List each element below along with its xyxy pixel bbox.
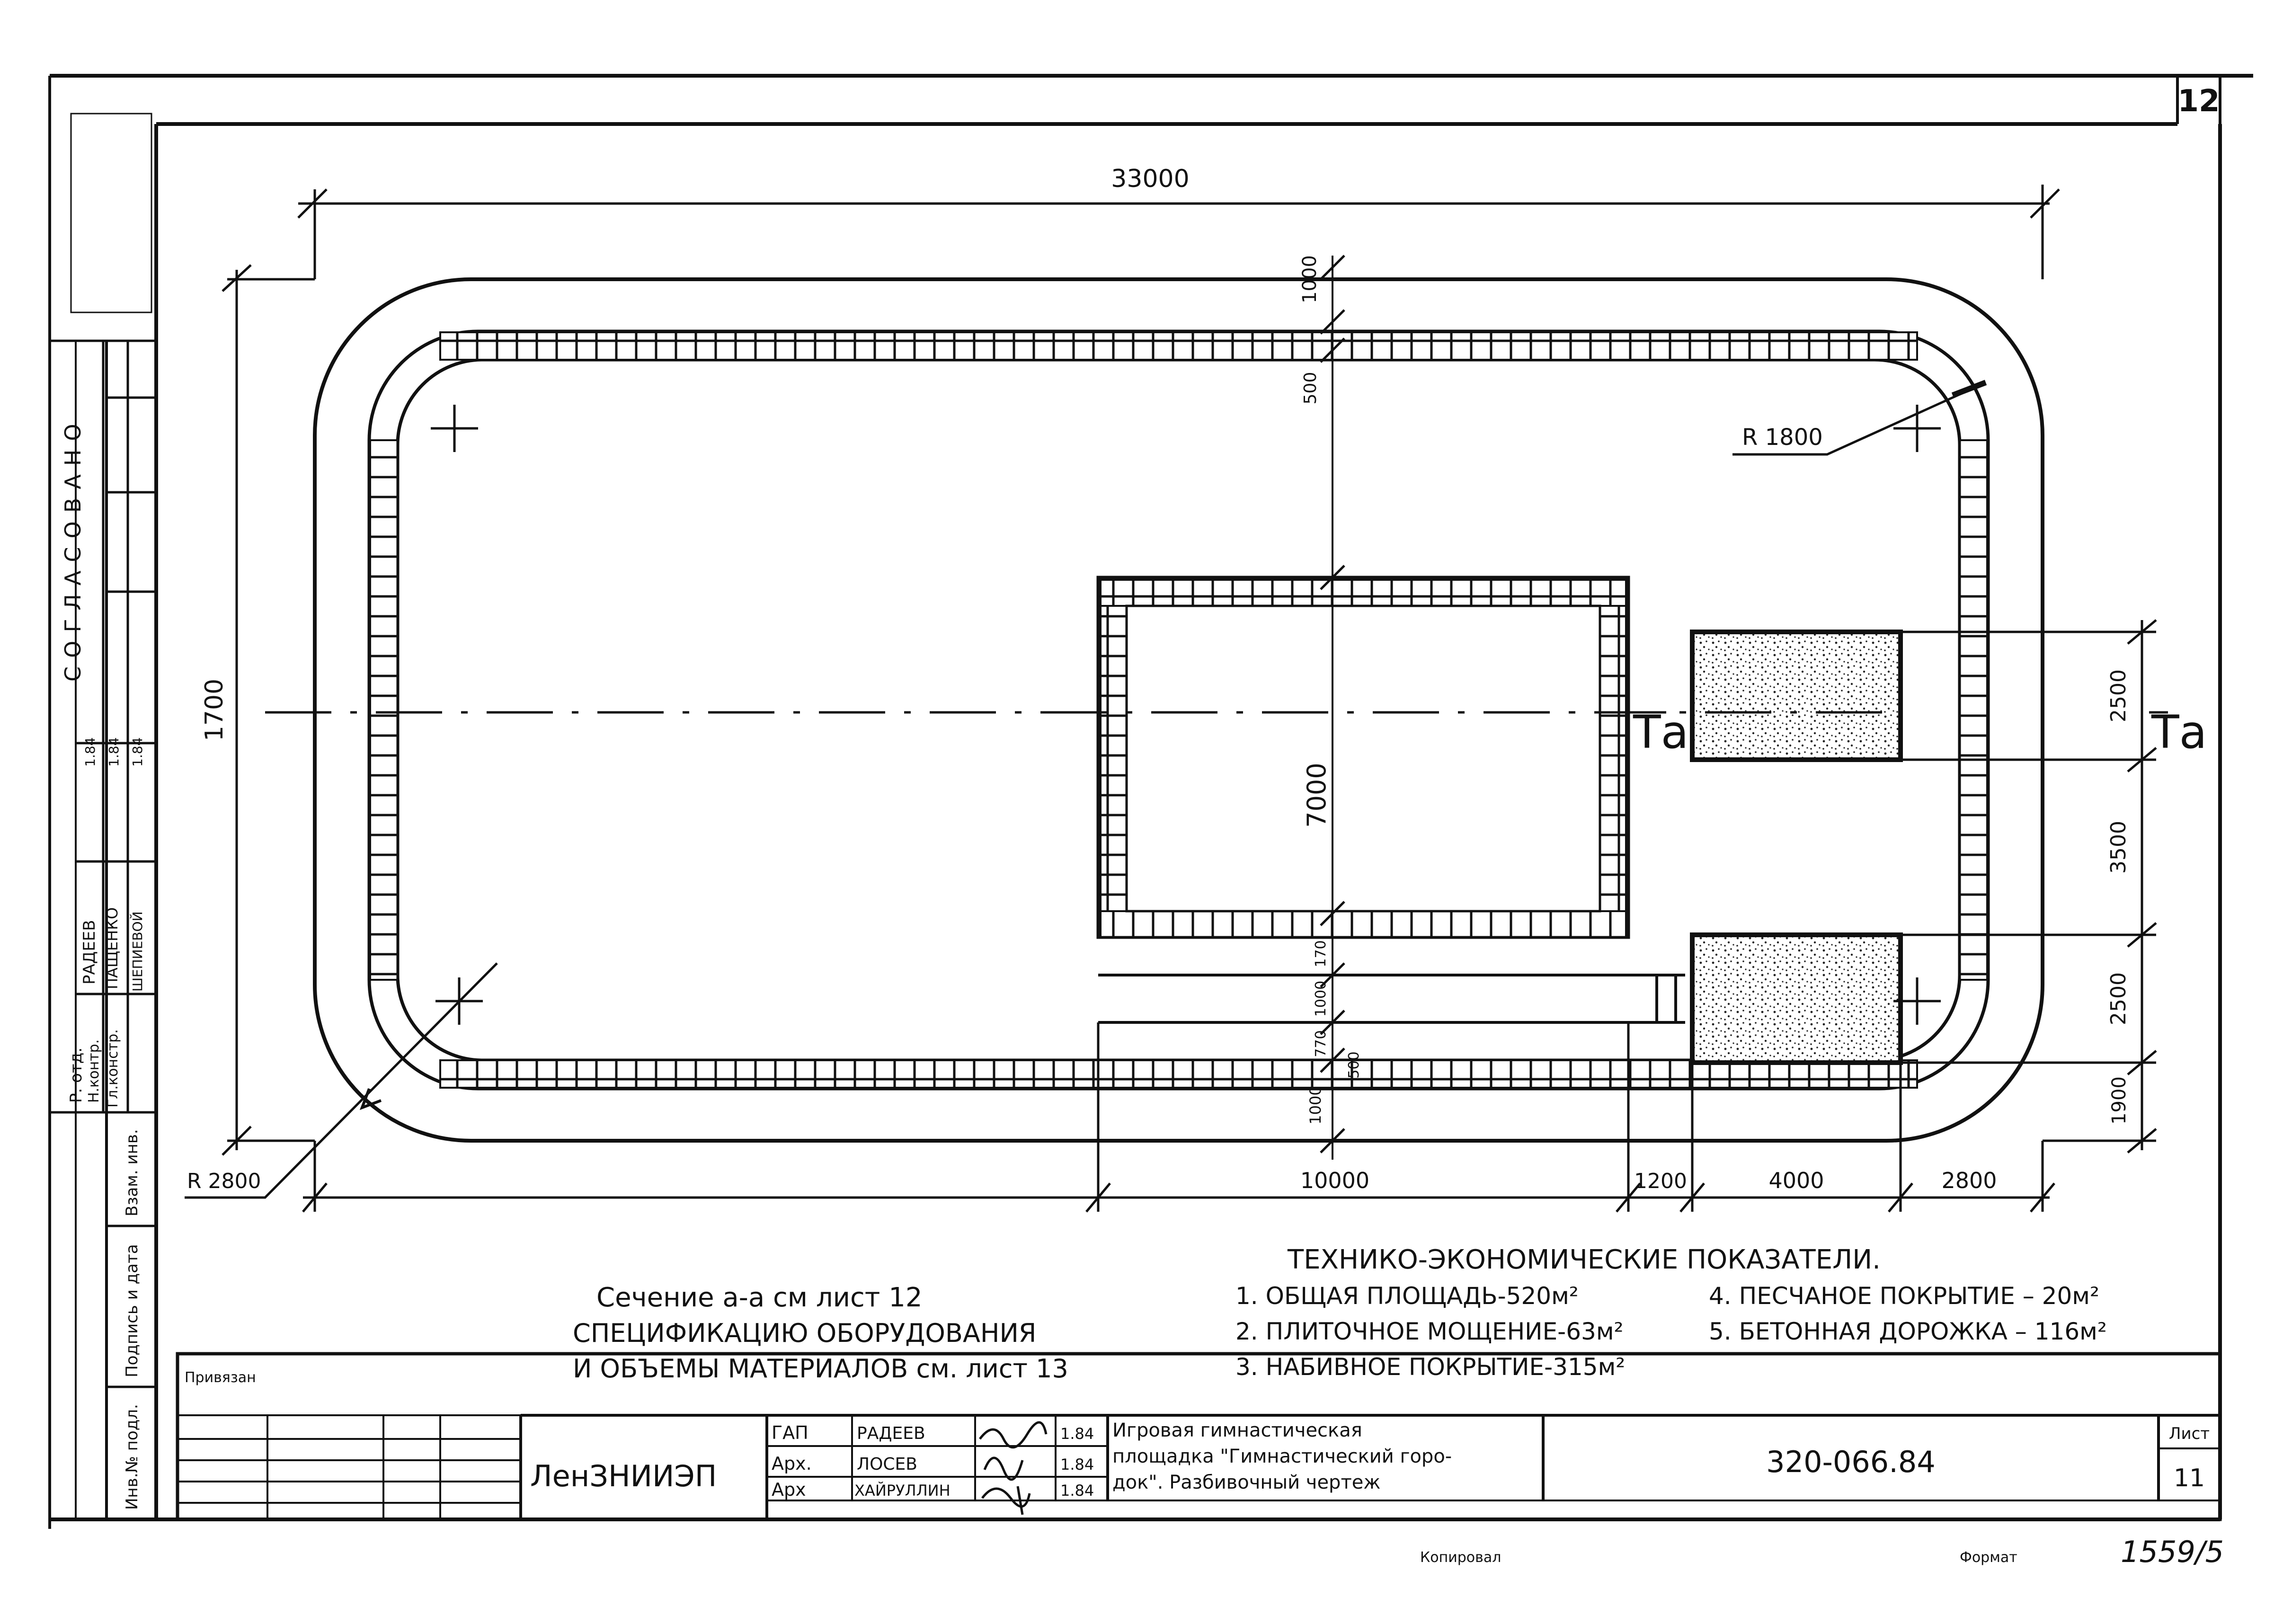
footer-format: Формат xyxy=(1960,1549,2017,1566)
name-3: ХАЙРУЛЛИН xyxy=(854,1482,951,1500)
date-1: 1.84 xyxy=(1060,1425,1094,1443)
drawing-title-2: площадка "Гимнастический горо- xyxy=(1112,1446,1452,1467)
indicators-title: ТЕХНИКО-ЭКОНОМИЧЕСКИЕ ПОКАЗАТЕЛИ. xyxy=(1287,1244,1881,1275)
note-line-1: Сечение а-а см лист 12 xyxy=(596,1282,923,1313)
name-1: РАДЕЕВ xyxy=(857,1424,925,1443)
role-1: ГАП xyxy=(772,1422,808,1443)
org-name: ЛенЗНИИЭП xyxy=(530,1459,717,1493)
privyazan-label: Привязан xyxy=(185,1369,256,1386)
radius-bottom-left: R 2800 xyxy=(187,1169,261,1193)
approval-name-2: ПАЩЕНКО xyxy=(103,907,121,989)
sheet-number: 11 xyxy=(2174,1464,2205,1492)
approval-date-1: 1.84 xyxy=(82,737,98,767)
dim-mid-770: 770 xyxy=(1313,1030,1329,1057)
role-2: Арх. xyxy=(772,1453,812,1474)
drawing-code: 320-066.84 xyxy=(1766,1445,1936,1479)
title-block xyxy=(176,1352,2222,1521)
date-3: 1.84 xyxy=(1060,1482,1094,1500)
dim-bottom-2: 1200 xyxy=(1634,1169,1687,1193)
dim-total-width: 33000 xyxy=(1111,165,1189,193)
dimension-lines xyxy=(185,185,2168,1213)
concrete-path xyxy=(1098,974,1685,1024)
dim-right-1900: 1900 xyxy=(2108,1076,2130,1125)
dim-inner-7000: 7000 xyxy=(1302,763,1332,827)
approval-role-3: Гл.констр. xyxy=(105,1029,121,1108)
note-line-2: СПЕЦИФИКАЦИЮ ОБОРУДОВАНИЯ xyxy=(573,1318,1036,1348)
dim-left-1000: 1000 xyxy=(1306,1086,1324,1124)
inner-tiled-area xyxy=(1096,576,1630,939)
sand-pit-upper xyxy=(1690,630,1903,762)
signatures xyxy=(979,1421,1048,1515)
dim-right-2500-bottom: 2500 xyxy=(2106,972,2131,1025)
dim-mid-500: 500 xyxy=(1346,1051,1362,1078)
dim-top-1000: 1000 xyxy=(1299,255,1321,303)
section-mark-right: Та xyxy=(2151,706,2207,759)
side-strip-col1: Взам. инв. xyxy=(123,1129,142,1216)
drawing-title-1: Игровая гимнастическая xyxy=(1112,1420,1362,1441)
role-3: Арх xyxy=(772,1479,806,1500)
footer-copied: Копировал xyxy=(1420,1549,1501,1566)
section-mark-left: Та xyxy=(1633,706,1688,759)
footer-stamp: 1559/5 xyxy=(2121,1535,2224,1569)
dim-bottom-4: 2800 xyxy=(1941,1168,1997,1193)
radius-top-right: R 1800 xyxy=(1742,424,1823,451)
top-sheet-number: 12 xyxy=(2177,84,2220,119)
indicator-3: 3. НАБИВНОЕ ПОКРЫТИЕ-315м² xyxy=(1235,1353,1625,1381)
approval-date-2: 1.84 xyxy=(106,737,122,767)
side-strip-col3: Инв.№ подл. xyxy=(123,1404,142,1510)
note-line-3: И ОБЪЕМЫ МАТЕРИАЛОВ см. лист 13 xyxy=(573,1354,1068,1384)
dim-bottom-3: 4000 xyxy=(1768,1168,1824,1193)
indicator-4: 4. ПЕСЧАНОЕ ПОКРЫТИЕ – 20м² xyxy=(1709,1282,2099,1310)
indicator-5: 5. БЕТОННАЯ ДОРОЖКА – 116м² xyxy=(1709,1318,2107,1345)
approval-block xyxy=(48,113,158,1114)
approval-role-1: Р. отд. xyxy=(67,1047,86,1103)
approval-title: СОГЛАСОВАНО xyxy=(60,415,86,682)
dim-mid-170: 170 xyxy=(1313,940,1329,967)
approval-name-3: ШЕПИЕВОЙ xyxy=(129,911,145,992)
indicator-2: 2. ПЛИТОЧНОЕ МОЩЕНИЕ-63м² xyxy=(1235,1318,1624,1345)
approval-name-1: РАДЕЕВ xyxy=(80,920,99,985)
date-2: 1.84 xyxy=(1060,1455,1094,1473)
sand-pit-lower xyxy=(1690,932,1903,1065)
approval-date-3: 1.84 xyxy=(130,737,145,767)
dim-bottom-1: 10000 xyxy=(1300,1168,1369,1193)
dim-right-3500: 3500 xyxy=(2106,821,2131,874)
tile-paving-band xyxy=(369,331,1988,1089)
side-strip xyxy=(107,1225,156,1388)
dim-mid-1000: 1000 xyxy=(1313,981,1329,1017)
name-2: ЛОСЕВ xyxy=(857,1455,917,1474)
sheet-label: Лист xyxy=(2169,1424,2210,1443)
dim-total-height: 1700 xyxy=(200,679,229,741)
indicator-1: 1. ОБЩАЯ ПЛОЩАДЬ-520м² xyxy=(1235,1282,1579,1310)
approval-role-2: Н.контр. xyxy=(86,1039,102,1103)
side-strip-col2: Подпись и дата xyxy=(123,1244,142,1377)
dim-top-500: 500 xyxy=(1301,372,1320,405)
dim-right-2500-top: 2500 xyxy=(2106,669,2131,722)
drawing-title-3: док". Разбивочный чертеж xyxy=(1112,1472,1380,1493)
